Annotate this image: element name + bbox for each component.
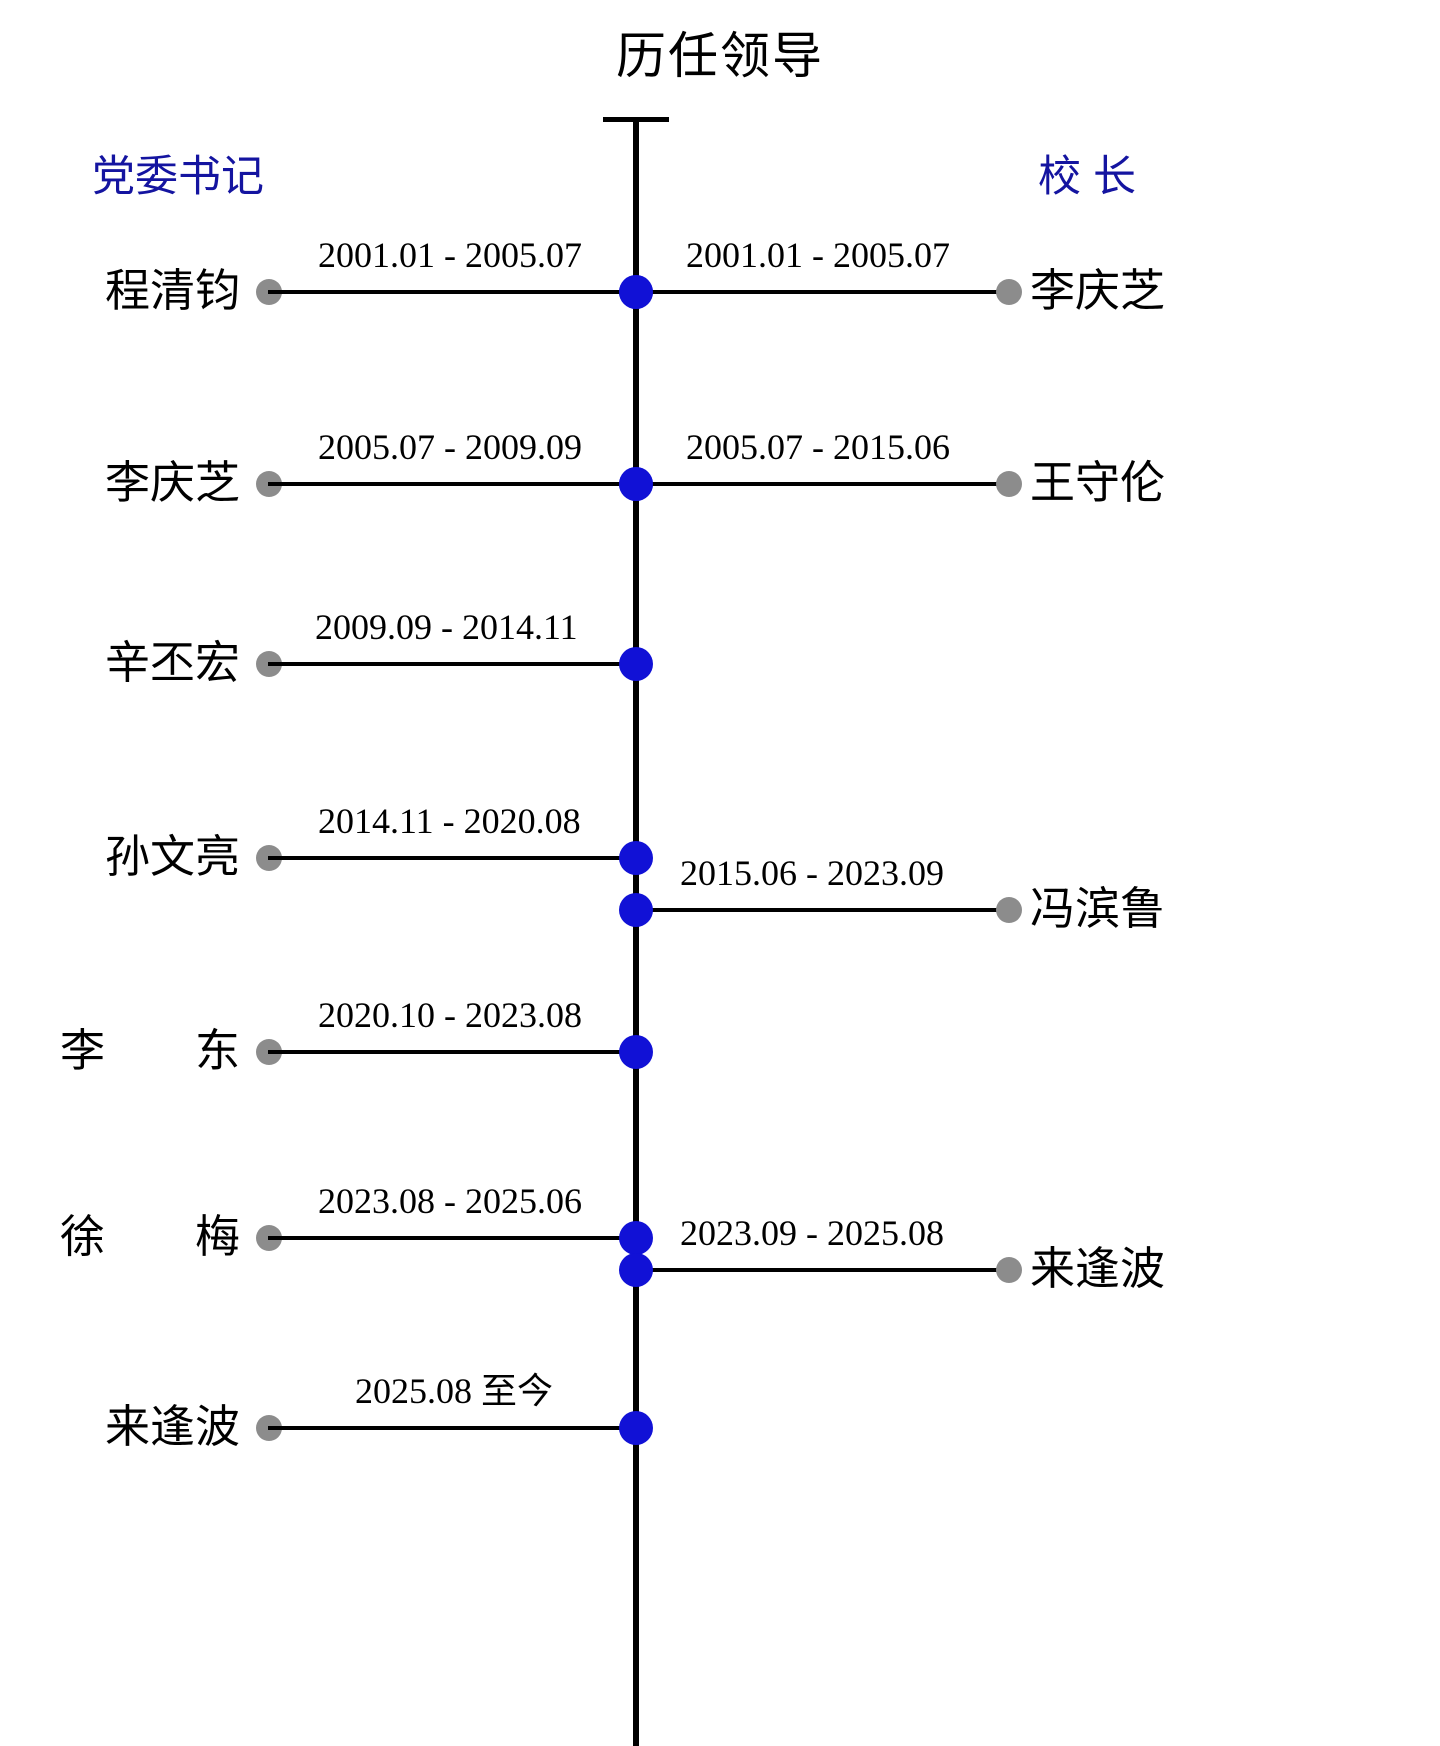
person-name: 孙文亮 [104,831,240,882]
connector-line [268,1050,640,1054]
axis-node-dot [619,1253,653,1287]
date-range-label: 2005.07 - 2015.06 [686,427,950,467]
connector-line [268,662,640,666]
date-range-label: 2023.08 - 2025.06 [318,1181,582,1221]
person-name: 李庆芝 [104,457,240,508]
person-name: 冯滨鲁 [1030,883,1166,934]
person-name: 李庆芝 [1030,265,1166,316]
date-range-label: 2025.08 至今 [355,1371,554,1411]
date-range-label: 2001.01 - 2005.07 [686,235,950,275]
person-name: 王守伦 [1030,457,1166,508]
connector-line [268,1236,640,1240]
axis-node-dot [619,275,653,309]
date-range-label: 2001.01 - 2005.07 [318,235,582,275]
endpoint-dot [996,279,1022,305]
endpoint-dot [996,897,1022,923]
person-name: 程清钧 [104,265,240,316]
person-name: 徐 梅 [60,1211,241,1262]
axis-node-dot [619,467,653,501]
person-name: 李 东 [60,1025,241,1076]
connector-line [268,1426,640,1430]
date-range-label: 2023.09 - 2025.08 [680,1213,944,1253]
date-range-label: 2009.09 - 2014.11 [315,607,578,647]
axis-node-dot [619,1221,653,1255]
column-header-party-secretary: 党委书记 [92,153,264,201]
connector-line [268,856,640,860]
axis-node-dot [619,893,653,927]
connector-line [640,1268,1012,1272]
person-name: 来逢波 [104,1401,240,1452]
date-range-label: 2005.07 - 2009.09 [318,427,582,467]
axis-node-dot [619,647,653,681]
connector-line [268,290,640,294]
connector-line [268,482,640,486]
date-range-label: 2015.06 - 2023.09 [680,853,944,893]
date-range-label: 2020.10 - 2023.08 [318,995,582,1035]
endpoint-dot [996,1257,1022,1283]
axis-node-dot [619,1411,653,1445]
person-name: 来逢波 [1030,1243,1166,1294]
connector-line [640,482,1012,486]
axis-node-dot [619,1035,653,1069]
timeline-axis [633,119,639,1746]
page-title: 历任领导 [616,28,824,84]
axis-node-dot [619,841,653,875]
connector-line [640,290,1012,294]
date-range-label: 2014.11 - 2020.08 [318,801,581,841]
connector-line [640,908,1012,912]
column-header-president: 校 长 [1038,153,1136,201]
endpoint-dot [996,471,1022,497]
person-name: 辛丕宏 [104,637,240,688]
